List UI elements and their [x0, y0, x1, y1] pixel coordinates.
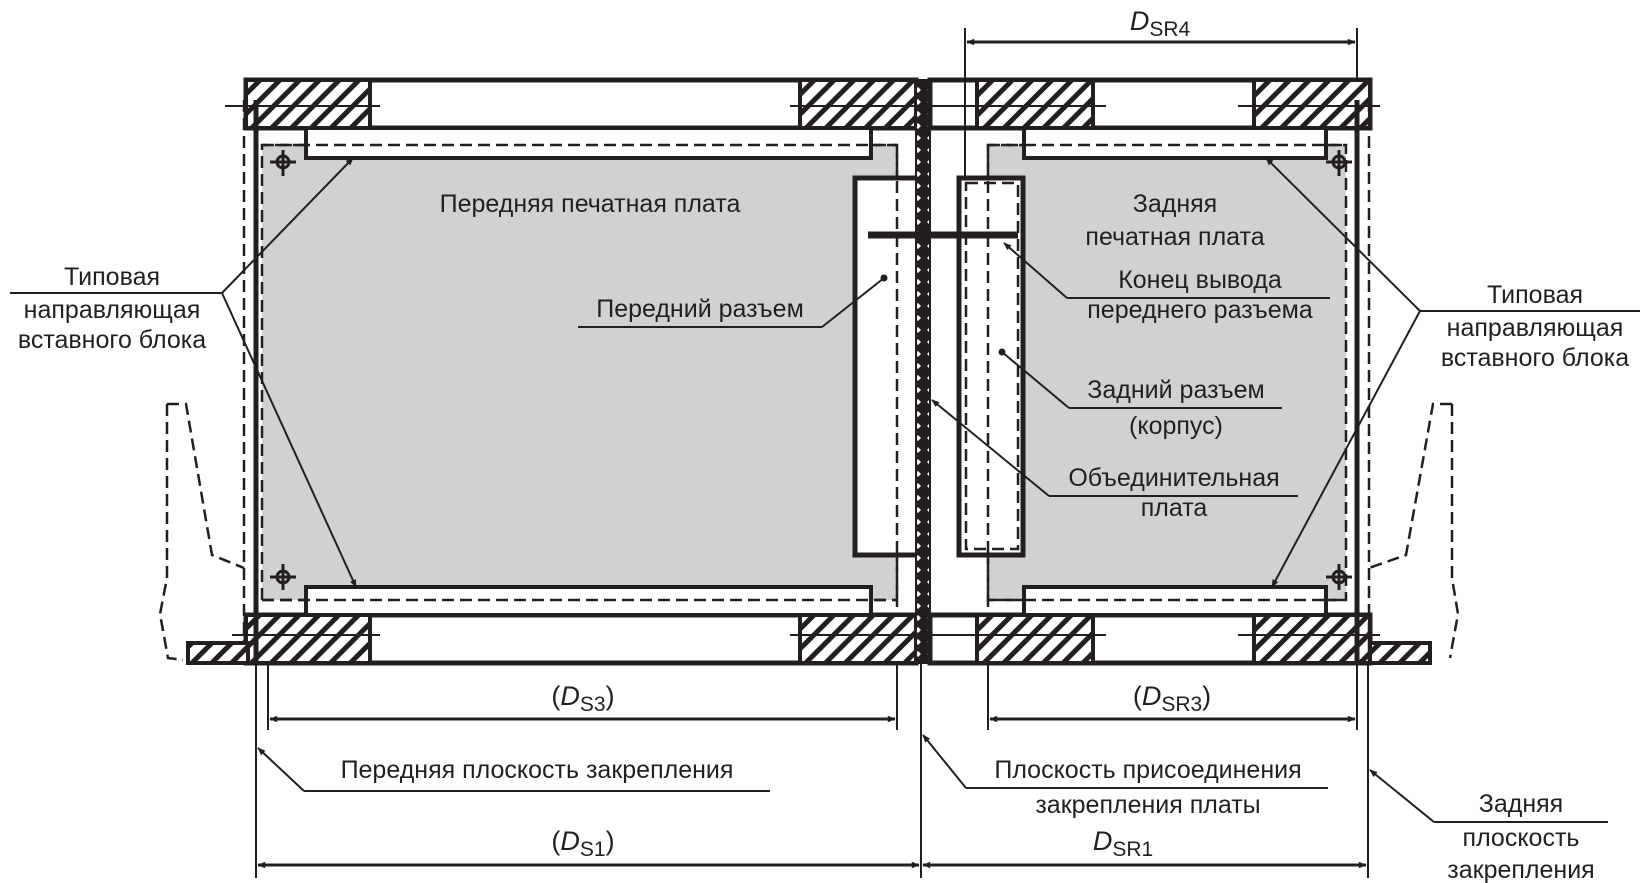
dimension-lines	[255, 28, 1369, 878]
leader-lines	[10, 157, 1640, 823]
left-guide-label-2: направляющая	[24, 296, 201, 324]
right-guide-label-1: Типовая	[1487, 281, 1583, 309]
front-pcb-label: Передняя печатная плата	[440, 190, 741, 218]
dsr1-label: DSR1	[1093, 826, 1153, 861]
front-top-right-hatch	[798, 78, 918, 130]
rear-section	[868, 77, 1460, 666]
front-bottom-right-hatch	[798, 613, 918, 665]
right-guide-label-2: направляющая	[1447, 314, 1624, 342]
front-bottom-left-hatch	[244, 613, 372, 665]
rear-top-guide	[1022, 126, 1328, 160]
crosshair-icon	[1326, 150, 1352, 176]
rear-connector-label-2: (корпус)	[1129, 412, 1223, 440]
rear-mount-plane-label-1: Задняя	[1479, 790, 1563, 818]
rear-connector-label-1: Задний разъем	[1087, 376, 1264, 404]
front-guide-outline	[158, 404, 184, 662]
ds3-label: (DS3)	[551, 681, 614, 716]
board-mount-plane-label-2: закрепления платы	[1035, 791, 1260, 819]
rear-top-left-hatch	[975, 78, 1095, 130]
rear-guide-outline	[1448, 404, 1460, 659]
rear-pcb-label-2: печатная плата	[1085, 223, 1264, 251]
dsr4-label: DSR4	[1130, 6, 1191, 41]
right-guide-label-3: вставного блока	[1441, 344, 1629, 372]
front-mount-plane-label: Передняя плоскость закрепления	[341, 756, 734, 784]
front-connector-label: Передний разъем	[596, 295, 804, 323]
crosshair-icon	[1326, 564, 1352, 590]
rear-mount-plane-label-2: плоскость	[1463, 824, 1580, 852]
rear-pcb-label-1: Задняя	[1133, 190, 1217, 218]
front-section	[158, 77, 922, 666]
rear-pcb	[988, 145, 1346, 600]
pin-end-label-2: переднего разъема	[1087, 296, 1313, 324]
dsr3-label: (DSR3)	[1133, 681, 1211, 716]
rear-mount-plane-label-3: закрепления	[1447, 856, 1594, 883]
ds1-label: (DS1)	[551, 826, 614, 861]
crosshair-icon	[270, 150, 296, 176]
rear-top-right-hatch	[1252, 78, 1372, 130]
rear-bottom-right-hatch	[1252, 613, 1372, 665]
front-top-left-hatch	[244, 78, 372, 130]
rear-bottom-left-hatch	[975, 613, 1095, 665]
front-top-guide	[304, 126, 873, 160]
crosshair-icon	[270, 564, 296, 590]
backplane-label-2: плата	[1141, 494, 1208, 522]
front-pcb	[262, 145, 897, 600]
left-guide-label-3: вставного блока	[18, 326, 206, 354]
board-mount-plane-label-1: Плоскость присоединения	[994, 756, 1301, 784]
left-guide-label-1: Типовая	[64, 263, 160, 291]
backplane-label-1: Объединительная	[1068, 464, 1279, 492]
pin-end-label-1: Конец вывода	[1118, 266, 1282, 294]
backplane	[915, 79, 931, 664]
rear-connector	[956, 175, 1026, 558]
